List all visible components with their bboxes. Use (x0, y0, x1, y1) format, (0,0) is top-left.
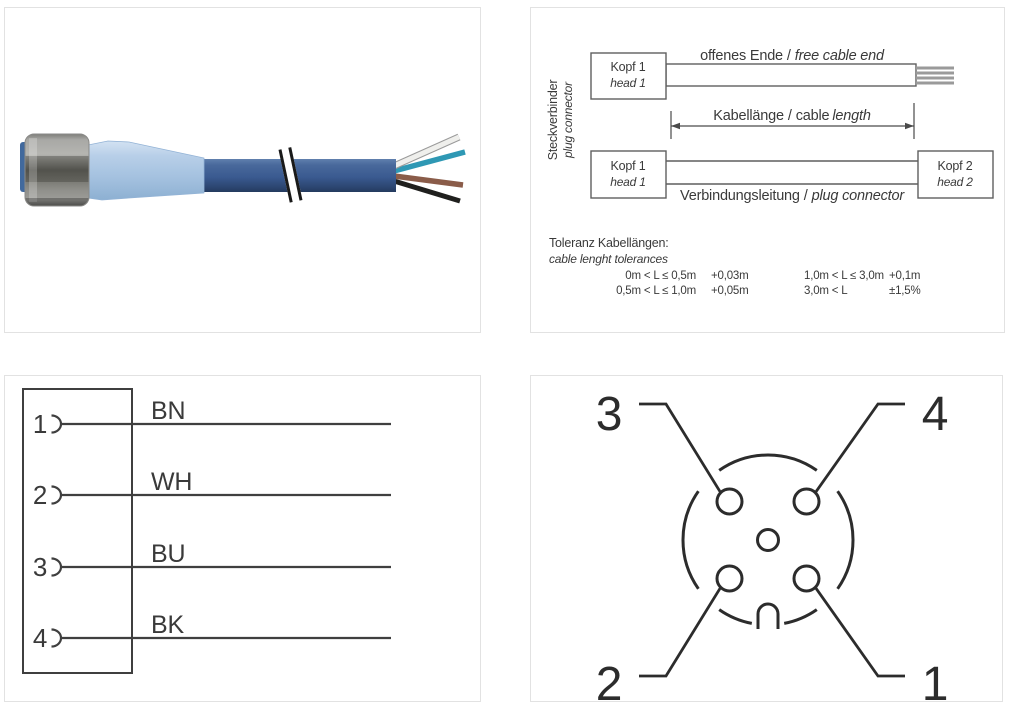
pinout-panel: 3 4 2 1 (530, 375, 1003, 702)
pin-hole-1 (792, 564, 821, 593)
tolerance-title-en: cable lenght tolerances (549, 252, 668, 266)
svg-text:+0,03m: +0,03m (711, 270, 748, 282)
socket-contact-icon (51, 628, 63, 648)
tolerance-row: 0m < L ≤ 0,5m +0,03m 1,0m < L ≤ 3,0m +0,… (625, 270, 920, 282)
wire-brown (393, 173, 464, 188)
tolerance-title-de: Toleranz Kabellängen: (549, 236, 669, 250)
head1-label-de: Kopf 1 (611, 159, 646, 173)
wiring-diagram-panel: 1 BN 2 WH 3 BU 4 BK (4, 375, 481, 702)
head1-label-en: head 1 (610, 76, 646, 90)
leader-pin-4 (814, 402, 905, 494)
wiring-row: 1 BN (33, 397, 391, 439)
svg-text:+0,05m: +0,05m (711, 285, 748, 297)
head1-label-en: head 1 (610, 175, 646, 189)
wire-color-code: BU (151, 540, 185, 568)
head1-label-de: Kopf 1 (611, 60, 646, 74)
tolerance-table: Toleranz Kabellängen: cable lenght toler… (549, 236, 921, 297)
wire-color-code: BK (151, 611, 184, 639)
svg-text:4: 4 (33, 623, 47, 653)
socket-contact-icon (51, 485, 63, 505)
cable-length-diagram-panel: Steckverbinder plug connector Kopf 1 hea… (530, 7, 1005, 333)
pin-hole-2 (715, 564, 744, 593)
head2-label-de: Kopf 2 (938, 159, 973, 173)
pin-hole-4 (792, 487, 821, 516)
wiring-diagram: 1 BN 2 WH 3 BU 4 BK (22, 388, 391, 674)
cable-length-diagram: Steckverbinder plug connector Kopf 1 hea… (546, 48, 994, 297)
pin-number-bottom-left: 2 (596, 658, 623, 701)
pin-number-top-right: 4 (922, 388, 949, 441)
svg-text:0,5m < L ≤ 1,0m: 0,5m < L ≤ 1,0m (616, 285, 696, 297)
wiring-row: 3 BU (33, 540, 391, 582)
open-end-label: offenes Ende/free cable end (700, 48, 885, 64)
pin-hole-3 (715, 487, 744, 516)
wire-color-code: BN (151, 397, 185, 425)
svg-text:1,0m < L ≤ 3,0m: 1,0m < L ≤ 3,0m (804, 270, 884, 282)
svg-text:3,0m < L: 3,0m < L (804, 285, 848, 297)
head2-label-en: head 2 (937, 175, 973, 189)
open-end-drawing: Kopf 1 head 1 offenes Ende/free cable en… (590, 48, 954, 100)
pin-number-top-left: 3 (596, 388, 623, 441)
wire-black (393, 178, 461, 204)
svg-text:3: 3 (33, 552, 47, 582)
side-label-en: plug connector (561, 81, 575, 159)
connection-label: Verbindungsleitung/plug connector (680, 188, 905, 204)
connector-face-diagram: 3 4 2 1 (596, 388, 949, 701)
tolerance-row: 0,5m < L ≤ 1,0m +0,05m 3,0m < L ±1,5% (616, 285, 921, 297)
connector-boot (87, 140, 205, 201)
product-photo-panel (4, 7, 481, 333)
wire-white (392, 134, 461, 169)
keyway-notch (756, 602, 780, 629)
connector-nut (24, 133, 90, 207)
wiring-row: 4 BK (33, 611, 391, 653)
center-hole (756, 528, 780, 552)
pin-number-bottom-right: 1 (922, 658, 949, 701)
leader-pin-1 (814, 586, 905, 678)
svg-text:0m < L ≤ 0,5m: 0m < L ≤ 0,5m (625, 270, 696, 282)
wire-teal (393, 149, 466, 174)
leader-pin-3 (639, 402, 722, 494)
svg-text:1: 1 (33, 409, 47, 439)
stripped-wires (392, 133, 466, 204)
wiring-row: 2 WH (33, 468, 391, 510)
connector-body-outline (22, 388, 133, 674)
wire-color-code: WH (151, 468, 192, 496)
svg-text:+0,1m: +0,1m (889, 270, 920, 282)
leader-pin-2 (639, 586, 722, 678)
frayed-cable-end-icon (916, 66, 954, 85)
connector-face-circle (681, 453, 855, 625)
product-photo-image (20, 133, 466, 207)
cable-break-mark (278, 147, 303, 203)
svg-text:2: 2 (33, 480, 47, 510)
side-label-de: Steckverbinder (546, 80, 560, 161)
connection-cable-drawing: Kopf 1 head 1 Kopf 2 head 2 Verbindungsl… (590, 150, 994, 204)
socket-contact-icon (51, 414, 63, 434)
socket-contact-icon (51, 557, 63, 577)
svg-text:±1,5%: ±1,5% (889, 285, 921, 297)
